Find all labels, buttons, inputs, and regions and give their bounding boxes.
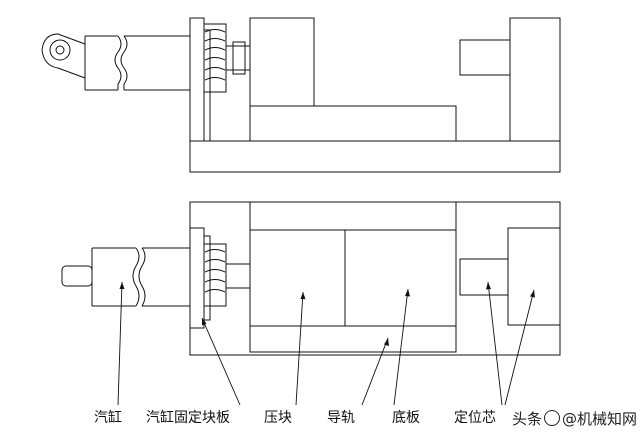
bottom-cylinder	[61, 247, 190, 307]
watermark-prefix: 头条	[512, 410, 543, 428]
arrowhead	[384, 338, 389, 346]
arrowhead	[486, 282, 491, 290]
arrowhead	[405, 289, 410, 297]
leader-mount-plate	[201, 317, 241, 406]
top-mount-plate-inner	[203, 29, 211, 142]
arrowhead	[119, 282, 125, 289]
bottom-locating-body	[507, 227, 561, 326]
label-locating-core: 定位芯	[454, 410, 496, 426]
top-press-block	[249, 17, 315, 107]
top-mount-plate	[189, 17, 205, 142]
bottom-locating-core	[459, 258, 509, 296]
bottom-press-block	[249, 229, 346, 327]
top-view	[41, 17, 561, 173]
watermark-suffix: 机械知网	[577, 410, 638, 428]
top-locating-body	[509, 17, 561, 142]
leader-base-plate	[393, 288, 409, 406]
top-locating-core	[459, 39, 511, 76]
top-cylinder	[41, 33, 190, 91]
leader-lines	[117, 281, 535, 406]
arrowhead	[300, 292, 306, 300]
top-rod-collar	[232, 41, 246, 75]
leader-press-block	[295, 291, 304, 406]
bottom-mount-plate	[189, 227, 205, 329]
leader-guide-rail	[361, 337, 389, 406]
top-nut-stack	[203, 23, 227, 93]
leader-arrowheads	[119, 282, 535, 346]
top-base-plate	[189, 140, 561, 173]
label-guide-rail: 导轨	[327, 410, 355, 426]
arrowhead	[530, 290, 535, 298]
top-guide-rail	[249, 105, 457, 142]
arrowhead	[202, 318, 207, 326]
watermark-logo-icon	[544, 410, 561, 426]
label-base-plate: 底板	[392, 410, 420, 426]
bottom-mount-plate-inner	[203, 235, 211, 321]
watermark-at: @	[562, 410, 578, 428]
label-cylinder: 汽缸	[94, 410, 122, 426]
leader-cylinder	[117, 281, 123, 406]
bottom-nut-stack	[203, 243, 227, 307]
leader-core-2	[504, 289, 535, 406]
label-press-block: 压块	[264, 410, 292, 426]
label-mount-plate: 汽缸固定块板	[146, 410, 230, 426]
bottom-view	[61, 201, 561, 356]
watermark: 头条 @机械知网	[512, 408, 637, 429]
leader-core-1	[487, 281, 503, 406]
bottom-guide-rail	[249, 201, 457, 353]
bottom-base-plate	[189, 201, 561, 356]
